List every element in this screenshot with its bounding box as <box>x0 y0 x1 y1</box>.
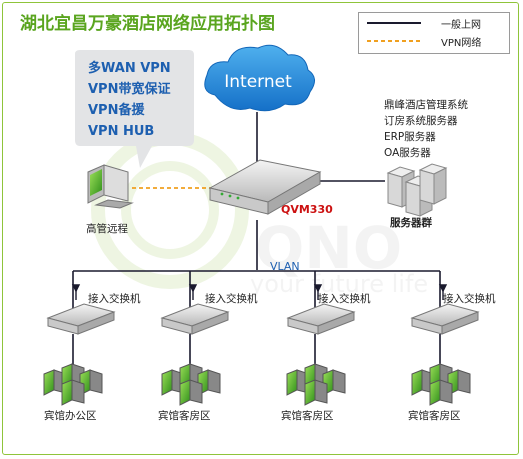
switch-icon-4 <box>410 303 480 335</box>
watermark-text: your future life <box>250 270 428 298</box>
remote-label: 高管远程 <box>86 223 128 235</box>
pc-group-icon-2 <box>161 363 221 406</box>
arrowheads <box>71 284 448 300</box>
page-title: 湖北宜昌万豪酒店网络应用拓扑图 <box>20 14 275 34</box>
internet-label: Internet <box>224 72 292 92</box>
server-item: OA服务器 <box>384 147 431 159</box>
server-list: 鼎峰酒店管理系统 订房系统服务器 ERP服务器 OA服务器 <box>384 97 468 161</box>
area-label-3: 宾馆客房区 <box>281 410 334 422</box>
server-item: 订房系统服务器 <box>384 115 458 127</box>
area-label-1: 宾馆办公区 <box>44 410 97 422</box>
area-label-2: 宾馆客房区 <box>158 410 211 422</box>
feature-item: VPN带宽保证 <box>88 82 171 97</box>
server-item: 鼎峰酒店管理系统 <box>384 99 468 111</box>
legend-normal-label: 一般上网 <box>441 20 481 31</box>
pc-group-icon-4 <box>411 363 471 406</box>
feature-list: 多WAN VPN VPN带宽保证 VPN备援 VPN HUB <box>88 58 171 142</box>
vlan-label: VLAN <box>270 260 300 273</box>
switch-label-3: 接入交换机 <box>318 293 371 305</box>
servers-icon <box>386 163 448 217</box>
pc-group-icon-1 <box>43 363 103 406</box>
server-item: ERP服务器 <box>384 131 436 143</box>
server-group-label: 服务器群 <box>390 217 432 229</box>
legend-swatches <box>367 22 421 42</box>
area-label-4: 宾馆客房区 <box>408 410 461 422</box>
switch-icon-2 <box>160 303 230 335</box>
switch-label-1: 接入交换机 <box>88 293 141 305</box>
feature-bubble <box>75 50 194 168</box>
switch-label-4: 接入交换机 <box>443 293 496 305</box>
switch-icon-1 <box>46 303 116 335</box>
feature-item: VPN HUB <box>88 124 155 139</box>
internet-cloud-icon <box>204 44 315 112</box>
feature-item: VPN备援 <box>88 103 145 118</box>
remote-computer-icon <box>87 164 134 209</box>
legend-vpn-label: VPN网络 <box>441 38 482 49</box>
feature-item: 多WAN VPN <box>88 61 171 76</box>
switch-label-2: 接入交换机 <box>205 293 258 305</box>
router-icon <box>208 159 322 215</box>
router-label: QVM330 <box>281 203 333 216</box>
switch-icon-3 <box>286 303 356 335</box>
pc-group-icon-3 <box>286 363 346 406</box>
legend: 一般上网 VPN网络 <box>358 12 510 54</box>
